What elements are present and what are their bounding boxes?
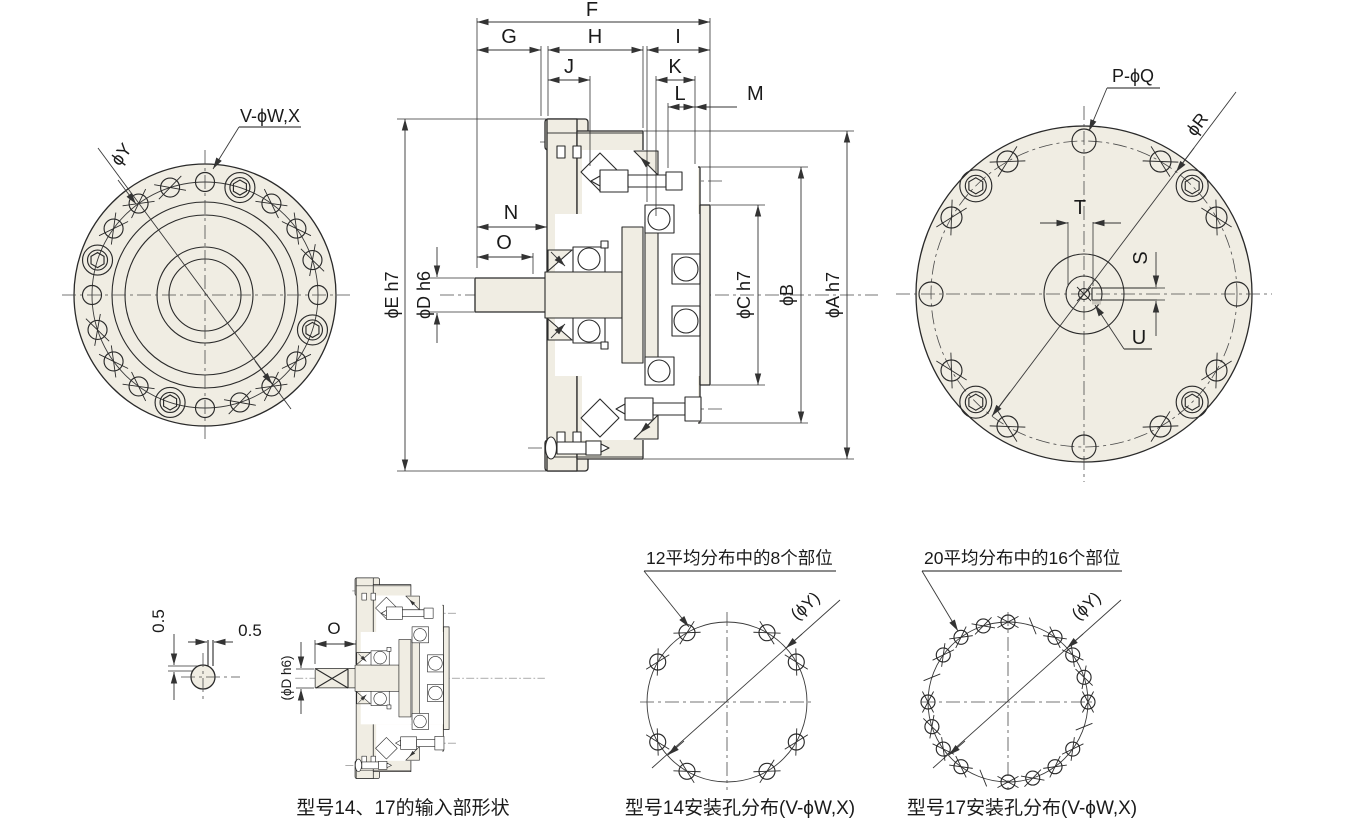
hole-layout-17: (ϕY) 20平均分布中的16个部位 型号17安装孔分布(V-ϕW,X) — [907, 548, 1137, 819]
detail-dim-O: O — [327, 619, 340, 638]
dim-O: O — [496, 232, 512, 254]
chamfer-v-label: 0.5 — [149, 609, 168, 633]
rear-view: T S U P-ϕQ ϕR — [896, 66, 1272, 482]
dim-phi-B: ϕB — [777, 284, 797, 306]
detail-input-shape: O (ϕD h6) 0.5 0.5 型号14、17的输入部形状 — [149, 578, 545, 819]
dim-M: M — [747, 83, 764, 105]
layout17-callout: 20平均分布中的16个部位 — [924, 548, 1120, 568]
rear-bolt-holes — [918, 128, 1250, 460]
rear-hole-label: P-ϕQ — [1112, 66, 1154, 86]
front-hole-label: V-ϕW,X — [240, 106, 300, 126]
dim-phi-A: ϕA h7 — [823, 272, 843, 318]
front-bolt-holes — [81, 171, 329, 419]
chamfer-h-label: 0.5 — [238, 621, 262, 640]
front-view: ϕY V-ϕW,X — [62, 106, 350, 443]
dim-H: H — [588, 26, 602, 48]
dim-N: N — [504, 202, 518, 224]
hole-layout-14: (ϕY) 12平均分布中的8个部位 型号14安装孔分布(V-ϕW,X) — [625, 548, 855, 819]
layout17-holes — [920, 614, 1096, 790]
dim-K: K — [668, 56, 682, 78]
caption-input-shape: 型号14、17的输入部形状 — [296, 797, 509, 819]
dim-F: F — [586, 0, 598, 21]
section-dimensions: F G H I J K L M N O ϕE h7 ϕD h6 — [382, 0, 854, 472]
dim-phi-E: ϕE h7 — [382, 271, 402, 318]
dim-L: L — [674, 83, 685, 105]
dim-J: J — [564, 56, 574, 78]
caption-layout14: 型号14安装孔分布(V-ϕW,X) — [625, 797, 855, 819]
caption-layout17: 型号17安装孔分布(V-ϕW,X) — [907, 797, 1137, 819]
detail-dim-D: (ϕD h6) — [279, 655, 294, 700]
dim-U: U — [1132, 327, 1146, 349]
dim-G: G — [501, 26, 517, 48]
dim-phi-D: ϕD h6 — [414, 271, 434, 319]
dim-I: I — [675, 26, 681, 48]
dim-S: S — [1130, 251, 1152, 264]
dim-phi-C: ϕC h7 — [734, 271, 754, 319]
layout14-callout: 12平均分布中的8个部位 — [646, 548, 833, 568]
dim-T: T — [1074, 197, 1086, 219]
